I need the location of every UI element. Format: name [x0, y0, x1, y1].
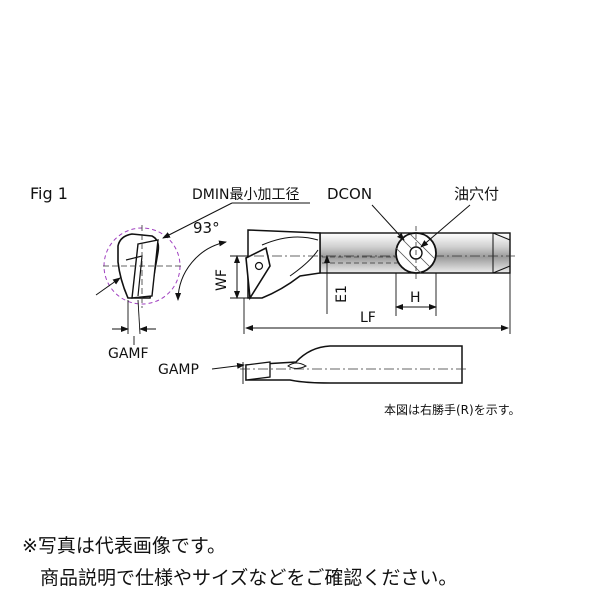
caption: 本図は右勝手(R)を示す。: [384, 402, 521, 417]
insert-top: [245, 246, 271, 301]
gamf-label: GAMF: [108, 346, 149, 362]
h-label: H: [410, 290, 421, 306]
lf-label: LF: [360, 310, 376, 326]
wf-label: WF: [214, 269, 230, 291]
angle-arc: [175, 240, 227, 301]
dcon-label: DCON: [327, 185, 372, 203]
fig-label: Fig 1: [30, 184, 68, 203]
dmin-label: DMIN最小加工径: [192, 187, 299, 203]
note-check-specs: 商品説明で仕様やサイズなどをご確認ください。: [40, 567, 458, 589]
end-view: [95, 202, 310, 345]
angle-label: 93°: [193, 219, 220, 237]
note-representative-image: ※写真は代表画像です。: [22, 535, 227, 557]
insert-cutting-tip: [131, 239, 159, 299]
side-body: [245, 345, 463, 384]
top-view: [230, 204, 515, 334]
side-view: [211, 345, 466, 384]
tool-head: [247, 229, 321, 299]
gamp-label: GAMP: [158, 362, 199, 378]
e1-label: E1: [334, 285, 350, 303]
oil-hole-label: 油穴付: [454, 185, 499, 203]
